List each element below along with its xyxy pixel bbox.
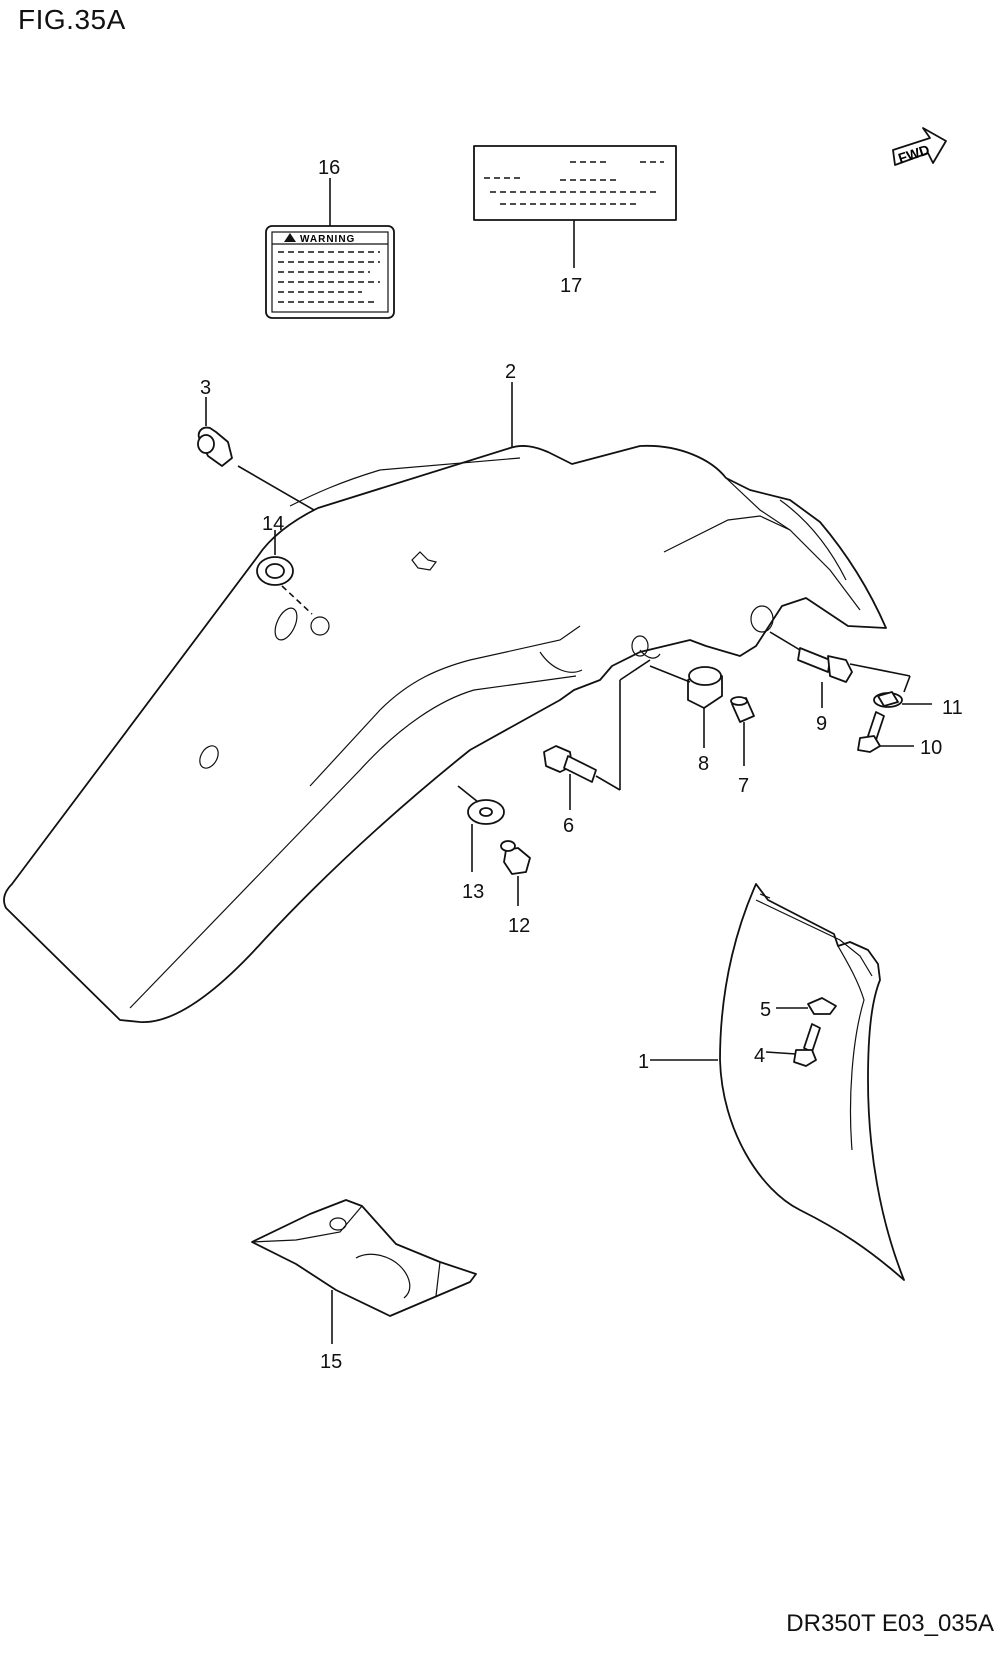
screw-10-part [857, 711, 885, 753]
warning-label-part: WARNING [265, 225, 395, 319]
callout-13: 13 [462, 881, 484, 903]
washer-13-part [467, 799, 505, 825]
callout-2: 2 [505, 361, 516, 383]
callout-3: 3 [200, 377, 211, 399]
nut-5-part [807, 997, 837, 1015]
callout-1: 1 [638, 1051, 649, 1073]
callout-8: 8 [698, 753, 709, 775]
nut-11-part [873, 691, 903, 708]
callout-6: 6 [563, 815, 574, 837]
screw-4-part [793, 1023, 821, 1067]
callout-11: 11 [942, 697, 963, 719]
side-cover-part [719, 883, 905, 1281]
emission-label-part [473, 145, 677, 221]
callout-10: 10 [920, 737, 942, 759]
nut-12-part [500, 840, 531, 875]
rear-fender-part [3, 445, 887, 1023]
warning-label-text: WARNING [300, 234, 355, 245]
callout-7: 7 [738, 775, 749, 797]
fwd-label: FWD [896, 141, 931, 166]
figure-title: FIG.35A [18, 4, 126, 35]
bolt-3-part [197, 426, 233, 467]
callout-4: 4 [754, 1045, 765, 1067]
figure-code: DR350T E03_035A [786, 1610, 994, 1637]
callout-17: 17 [560, 275, 582, 297]
callout-16: 16 [318, 157, 340, 179]
bolt-6-part [543, 745, 597, 783]
bolt-9-part [797, 647, 853, 683]
callout-5: 5 [760, 999, 771, 1021]
cushion-8-part [687, 666, 723, 709]
callout-9: 9 [816, 713, 827, 735]
washer-14-part [256, 556, 294, 586]
fwd-arrow-icon: FWD [892, 127, 947, 166]
callout-15: 15 [320, 1351, 342, 1373]
collar-7-part [730, 696, 755, 723]
callout-12: 12 [508, 915, 530, 937]
callout-14: 14 [262, 513, 284, 535]
tool-bag-part [251, 1199, 477, 1317]
